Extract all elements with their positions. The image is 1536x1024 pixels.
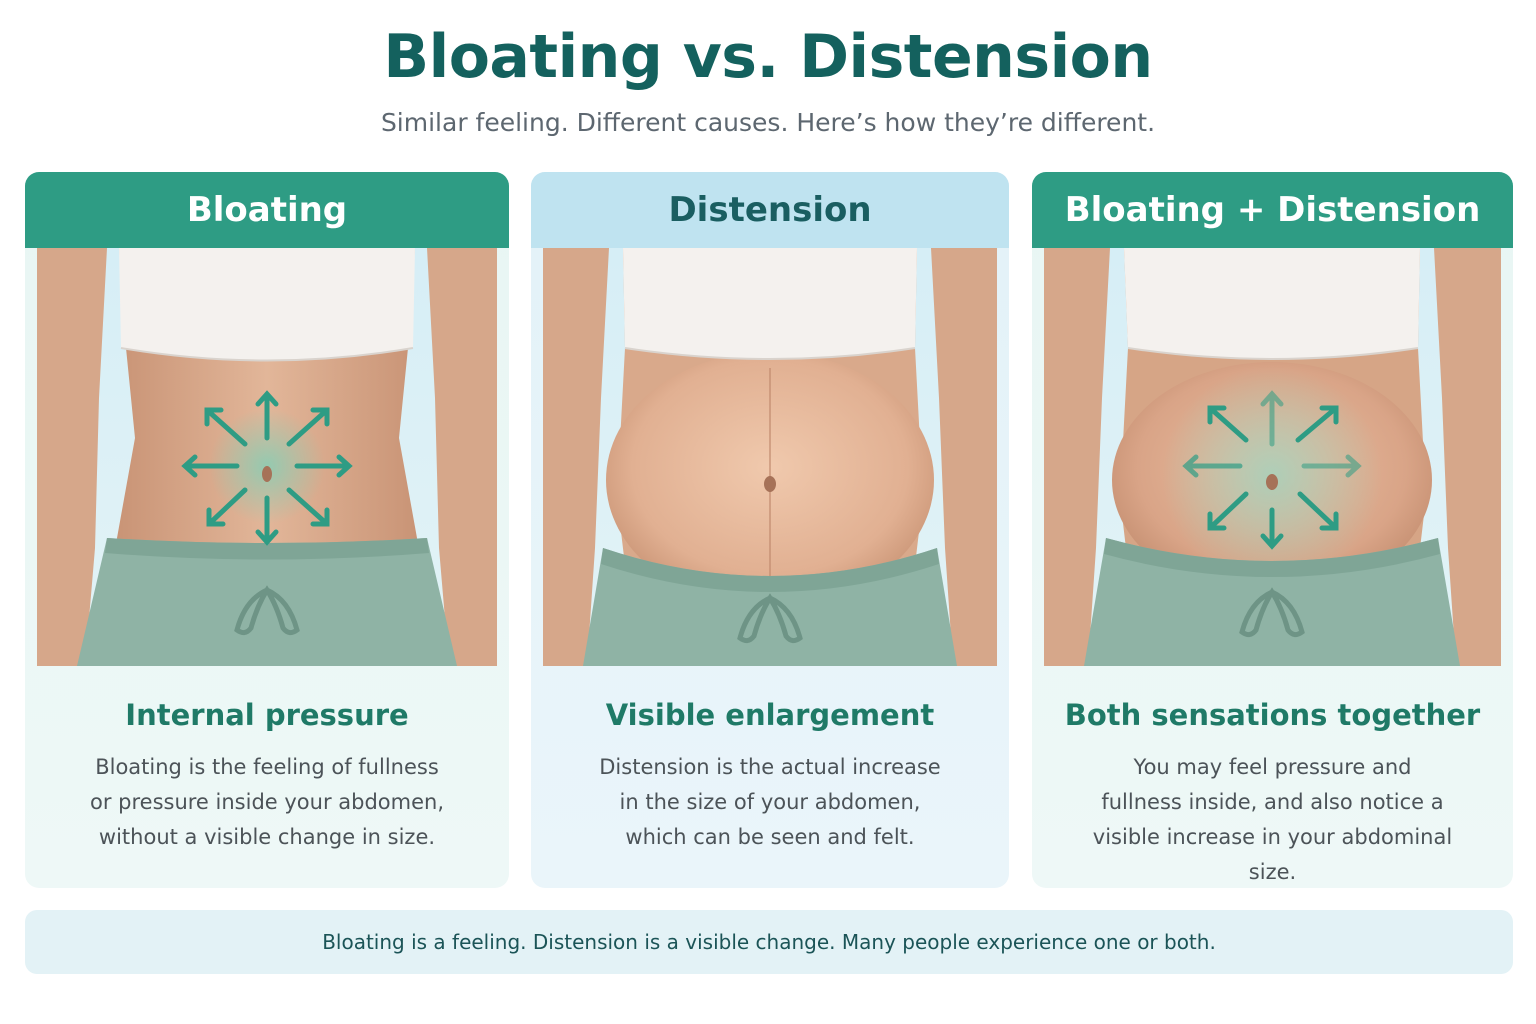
card-body-bloating: Internal pressure Bloating is the feelin… [25,666,509,888]
card-text-bloating: Bloating is the feeling of fullness or p… [89,755,445,849]
pressure-arrows-icon [181,390,353,546]
abdomen-image-bloating [37,248,497,666]
card-bloating-distension: Bloating + Distension [1032,172,1513,888]
card-bloating: Bloating [25,172,509,888]
page-title: Bloating vs. Distension [383,22,1153,92]
card-heading-distension: Visible enlargement [605,698,935,732]
pressure-arrows-icon [1182,390,1362,550]
card-header-bloating: Bloating [25,172,509,248]
footer-summary: Bloating is a feeling. Distension is a v… [25,910,1513,974]
card-header-bloating-distension: Bloating + Distension [1032,172,1513,248]
card-header-distension: Distension [531,172,1009,248]
page-subtitle: Similar feeling. Different causes. Here’… [380,108,1156,137]
card-distension: Distension Visible en [531,172,1009,888]
card-text-bloating-distension: You may feel pressure and fullness insid… [1092,755,1453,884]
card-body-distension: Visible enlargement Distension is the ac… [531,666,1009,888]
card-heading-bloating: Internal pressure [125,698,409,732]
card-text-distension: Distension is the actual increase in the… [599,755,941,849]
abdomen-image-bloating-distension [1044,248,1501,666]
card-body-bloating-distension: Both sensations together You may feel pr… [1032,666,1513,888]
card-heading-bloating-distension: Both sensations together [1064,698,1481,732]
abdomen-image-distension [543,248,997,666]
